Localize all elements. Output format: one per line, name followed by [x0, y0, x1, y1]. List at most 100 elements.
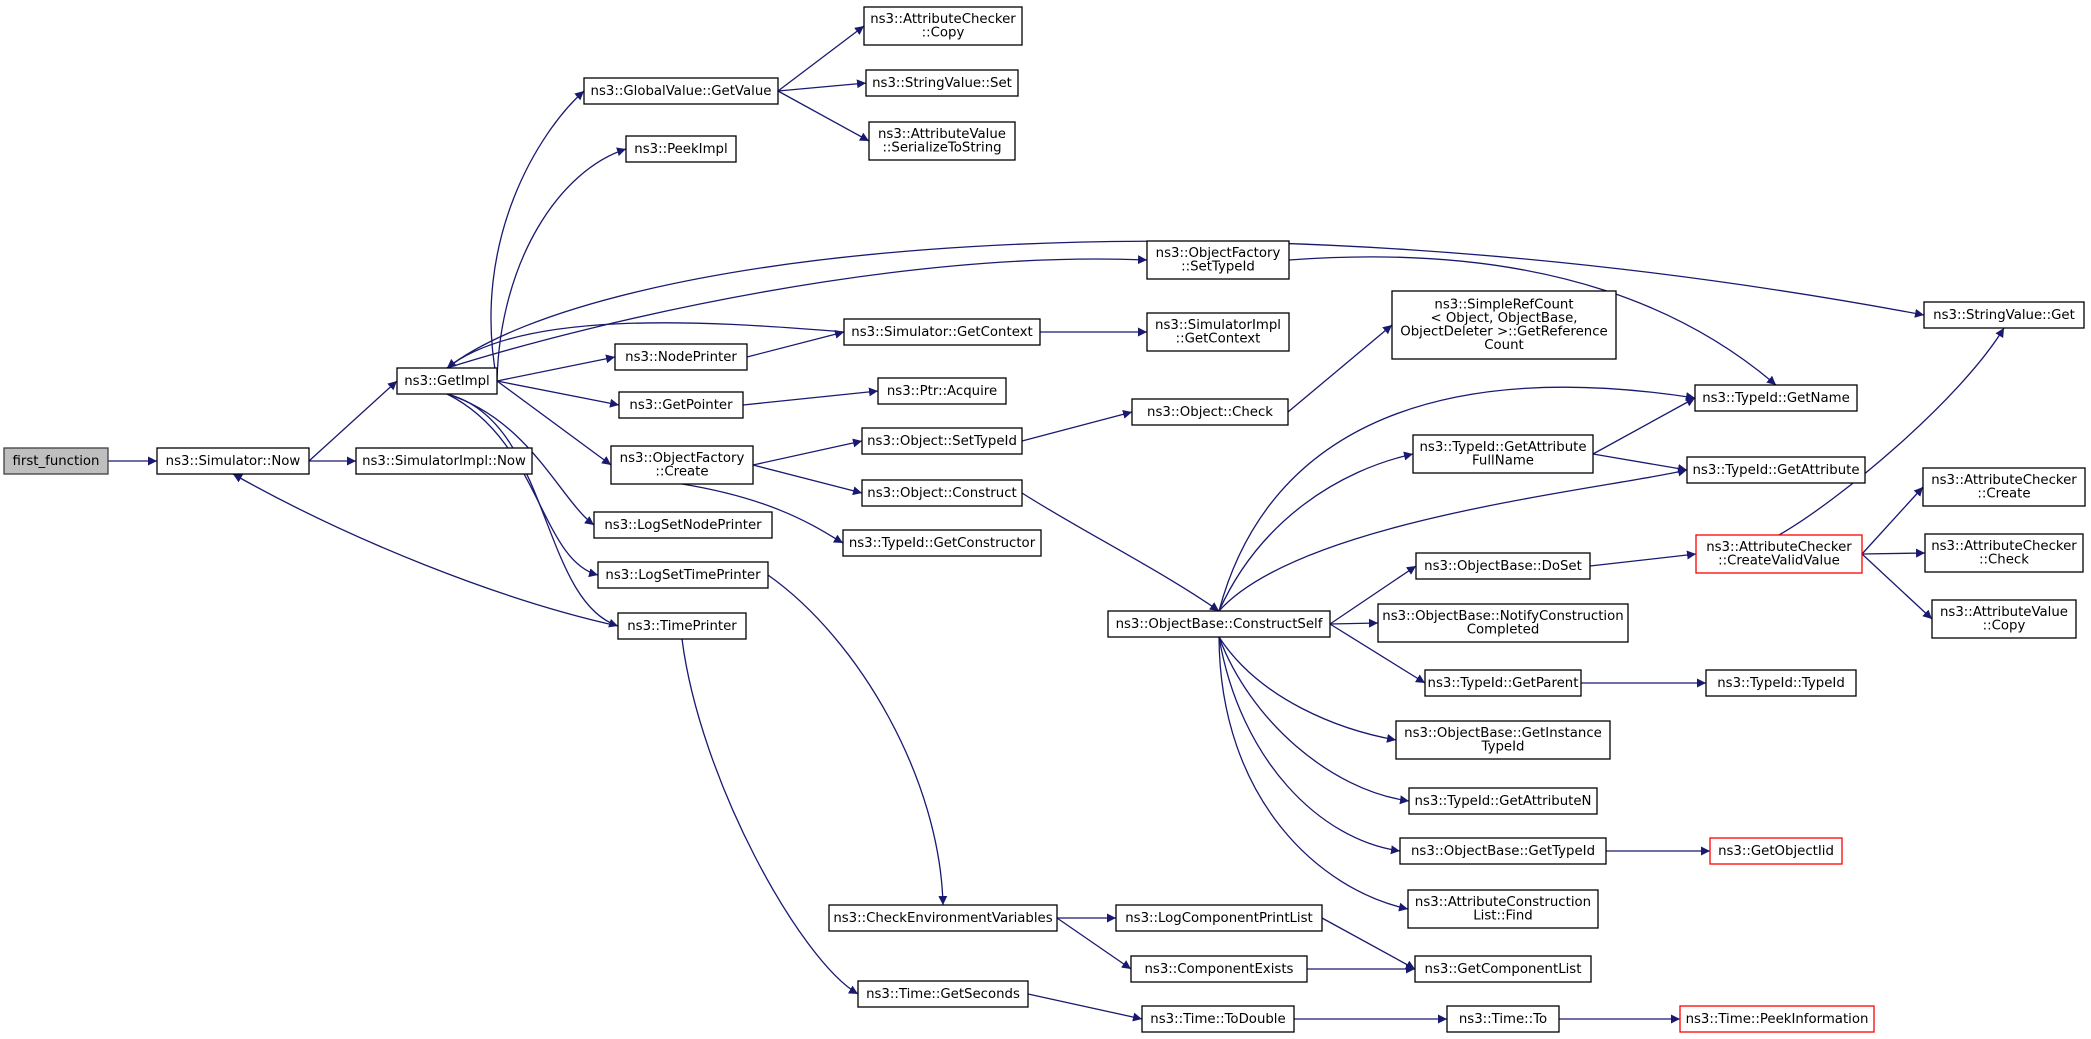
graph-node-nodeprinter[interactable]: ns3::NodePrinter: [614, 343, 748, 371]
node-box[interactable]: [1408, 787, 1598, 815]
node-box[interactable]: [1107, 610, 1331, 638]
graph-node-tid_getconstructor[interactable]: ns3::TypeId::GetConstructor: [842, 529, 1042, 557]
node-box[interactable]: [1923, 301, 2085, 329]
node-box[interactable]: [583, 77, 779, 105]
node-box[interactable]: [3, 447, 109, 475]
node-box[interactable]: [1395, 720, 1611, 760]
node-box[interactable]: [1407, 889, 1599, 929]
node-box[interactable]: [861, 427, 1023, 455]
node-box[interactable]: [1922, 467, 2086, 507]
node-box[interactable]: [617, 612, 747, 640]
graph-node-componentexists[interactable]: ns3::ComponentExists: [1130, 955, 1308, 983]
graph-node-time_todouble[interactable]: ns3::Time::ToDouble: [1141, 1005, 1295, 1033]
graph-node-gv_getvalue[interactable]: ns3::GlobalValue::GetValue: [583, 77, 779, 105]
node-box[interactable]: [1446, 1005, 1560, 1033]
graph-node-getcomponentlist[interactable]: ns3::GetComponentList: [1414, 955, 1592, 983]
graph-node-time_getseconds[interactable]: ns3::Time::GetSeconds: [857, 980, 1029, 1008]
graph-node-tid_getattribute[interactable]: ns3::TypeId::GetAttribute: [1686, 456, 1866, 484]
graph-node-av_serialize[interactable]: ns3::AttributeValue::SerializeToString: [868, 121, 1016, 161]
node-box[interactable]: [842, 529, 1042, 557]
graph-node-peekimpl[interactable]: ns3::PeekImpl: [625, 135, 737, 163]
node-box[interactable]: [156, 447, 310, 475]
node-box[interactable]: [1931, 599, 2077, 639]
node-box[interactable]: [1146, 240, 1290, 280]
node-box[interactable]: [857, 980, 1029, 1008]
graph-node-ob_constructself[interactable]: ns3::ObjectBase::ConstructSelf: [1107, 610, 1331, 638]
node-box[interactable]: [828, 904, 1058, 932]
graph-node-ac_check[interactable]: ns3::AttributeChecker::Check: [1924, 533, 2084, 573]
graph-node-ob_doset[interactable]: ns3::ObjectBase::DoSet: [1415, 552, 1591, 580]
node-box[interactable]: [1924, 533, 2084, 573]
node-box[interactable]: [618, 391, 744, 419]
graph-node-simplerefcount[interactable]: ns3::SimpleRefCount< Object, ObjectBase,…: [1391, 290, 1617, 360]
graph-node-tid_getparent[interactable]: ns3::TypeId::GetParent: [1424, 669, 1582, 697]
graph-node-of_create[interactable]: ns3::ObjectFactory::Create: [610, 445, 754, 485]
graph-node-ac_createvalid[interactable]: ns3::AttributeChecker::CreateValidValue: [1695, 534, 1863, 574]
node-box[interactable]: [1709, 837, 1843, 865]
graph-node-ac_copy[interactable]: ns3::AttributeChecker::Copy: [863, 6, 1023, 46]
graph-node-simimpl_getcontext[interactable]: ns3::SimulatorImpl::GetContext: [1146, 312, 1290, 352]
graph-node-tid_getattributen[interactable]: ns3::TypeId::GetAttributeN: [1408, 787, 1598, 815]
node-box[interactable]: [1705, 669, 1857, 697]
graph-node-tid_getname[interactable]: ns3::TypeId::GetName: [1694, 384, 1858, 412]
graph-node-obj_construct[interactable]: ns3::Object::Construct: [861, 479, 1023, 507]
node-box[interactable]: [1414, 955, 1592, 983]
graph-node-av_copy[interactable]: ns3::AttributeValue::Copy: [1931, 599, 2077, 639]
node-box[interactable]: [1686, 456, 1866, 484]
graph-node-sv_set[interactable]: ns3::StringValue::Set: [865, 69, 1019, 97]
graph-node-ob_notify[interactable]: ns3::ObjectBase::NotifyConstructionCompl…: [1377, 603, 1629, 643]
graph-node-ac_create[interactable]: ns3::AttributeChecker::Create: [1922, 467, 2086, 507]
node-box[interactable]: [1695, 534, 1863, 574]
node-box[interactable]: [1399, 837, 1607, 865]
node-box[interactable]: [868, 121, 1016, 161]
node-box[interactable]: [610, 445, 754, 485]
graph-node-getpointer[interactable]: ns3::GetPointer: [618, 391, 744, 419]
graph-node-tid_typeid[interactable]: ns3::TypeId::TypeId: [1705, 669, 1857, 697]
graph-node-getobjectiid[interactable]: ns3::GetObjectIid: [1709, 837, 1843, 865]
graph-node-obj_settypeid[interactable]: ns3::Object::SetTypeId: [861, 427, 1023, 455]
node-box[interactable]: [877, 377, 1007, 405]
node-box[interactable]: [1391, 290, 1617, 360]
node-box[interactable]: [1377, 603, 1629, 643]
node-box[interactable]: [1115, 904, 1323, 932]
node-box[interactable]: [1679, 1005, 1875, 1033]
graph-node-time_to[interactable]: ns3::Time::To: [1446, 1005, 1560, 1033]
graph-node-simimpl_now[interactable]: ns3::SimulatorImpl::Now: [355, 447, 533, 475]
graph-node-sim_getcontext[interactable]: ns3::Simulator::GetContext: [843, 318, 1041, 346]
node-box[interactable]: [355, 447, 533, 475]
graph-node-logcompprintlist[interactable]: ns3::LogComponentPrintList: [1115, 904, 1323, 932]
node-box[interactable]: [861, 479, 1023, 507]
graph-node-time_peekinfo[interactable]: ns3::Time::PeekInformation: [1679, 1005, 1875, 1033]
node-box[interactable]: [843, 318, 1041, 346]
node-box[interactable]: [1130, 955, 1308, 983]
node-box[interactable]: [863, 6, 1023, 46]
node-box[interactable]: [614, 343, 748, 371]
node-box[interactable]: [1694, 384, 1858, 412]
node-box[interactable]: [865, 69, 1019, 97]
graph-node-checkenv[interactable]: ns3::CheckEnvironmentVariables: [828, 904, 1058, 932]
node-box[interactable]: [1415, 552, 1591, 580]
node-box[interactable]: [593, 511, 773, 539]
graph-node-sim_now[interactable]: ns3::Simulator::Now: [156, 447, 310, 475]
graph-node-ptr_acquire[interactable]: ns3::Ptr::Acquire: [877, 377, 1007, 405]
graph-node-timeprinter[interactable]: ns3::TimePrinter: [617, 612, 747, 640]
node-box[interactable]: [1131, 398, 1289, 426]
node-box[interactable]: [1141, 1005, 1295, 1033]
node-box[interactable]: [396, 367, 498, 395]
node-box[interactable]: [625, 135, 737, 163]
graph-node-of_settypeid[interactable]: ns3::ObjectFactory::SetTypeId: [1146, 240, 1290, 280]
node-box[interactable]: [1146, 312, 1290, 352]
node-box[interactable]: [1412, 434, 1594, 474]
graph-node-ob_gettypeid[interactable]: ns3::ObjectBase::GetTypeId: [1399, 837, 1607, 865]
graph-node-logsettimeprinter[interactable]: ns3::LogSetTimePrinter: [597, 561, 769, 589]
node-box[interactable]: [597, 561, 769, 589]
graph-node-logsetnodeprinter[interactable]: ns3::LogSetNodePrinter: [593, 511, 773, 539]
graph-node-sv_get[interactable]: ns3::StringValue::Get: [1923, 301, 2085, 329]
graph-node-obj_check[interactable]: ns3::Object::Check: [1131, 398, 1289, 426]
graph-node-first_function[interactable]: first_function: [3, 447, 109, 475]
graph-node-getimpl[interactable]: ns3::GetImpl: [396, 367, 498, 395]
node-box[interactable]: [1424, 669, 1582, 697]
